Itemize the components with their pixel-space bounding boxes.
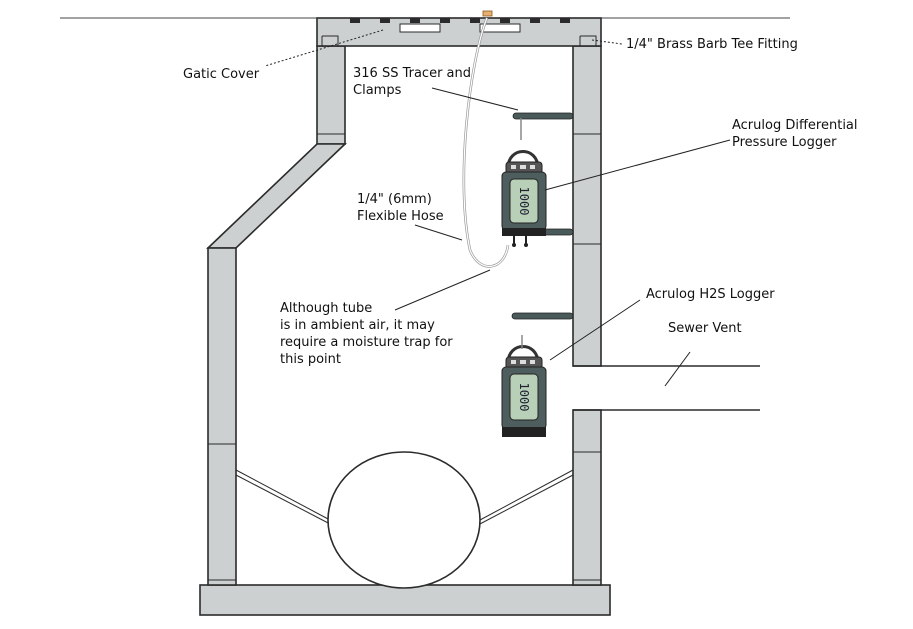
left-wall-lower [207, 247, 237, 586]
label-gatic-cover: Gatic Cover [183, 67, 260, 82]
gatic-cover-slab [316, 17, 602, 47]
label-differential-logger: Acrulog Differential Pressure Logger [732, 118, 858, 150]
label-brass-fitting: 1/4" Brass Barb Tee Fitting [626, 37, 798, 52]
benching [235, 469, 574, 521]
sewer-vent-pipe [573, 365, 760, 411]
label-h2s-logger: Acrulog H2S Logger [646, 287, 775, 302]
label-sewer-vent: Sewer Vent [668, 321, 742, 336]
sewer-pipe [327, 451, 481, 589]
leader-lines [264, 29, 731, 387]
h2s-logger: 1000 [501, 335, 547, 437]
flexible-hose [462, 17, 510, 268]
brass-fitting-icon [482, 10, 493, 17]
differential-display: 1000 [517, 187, 531, 216]
label-moisture-note: Although tube is in ambient air, it may … [280, 301, 453, 367]
label-flexible-hose: 1/4" (6mm) Flexible Hose [357, 192, 444, 224]
differential-logger: 1000 [501, 150, 547, 247]
right-wall-upper [572, 45, 602, 367]
left-wall-upper [316, 45, 346, 145]
h2s-display: 1000 [517, 383, 531, 412]
wall-brackets [511, 112, 574, 320]
cone-wall [206, 143, 347, 249]
label-tracer-clamps: 316 SS Tracer and Clamps [353, 66, 472, 98]
right-wall-lower [572, 409, 602, 586]
base-slab [199, 584, 611, 616]
